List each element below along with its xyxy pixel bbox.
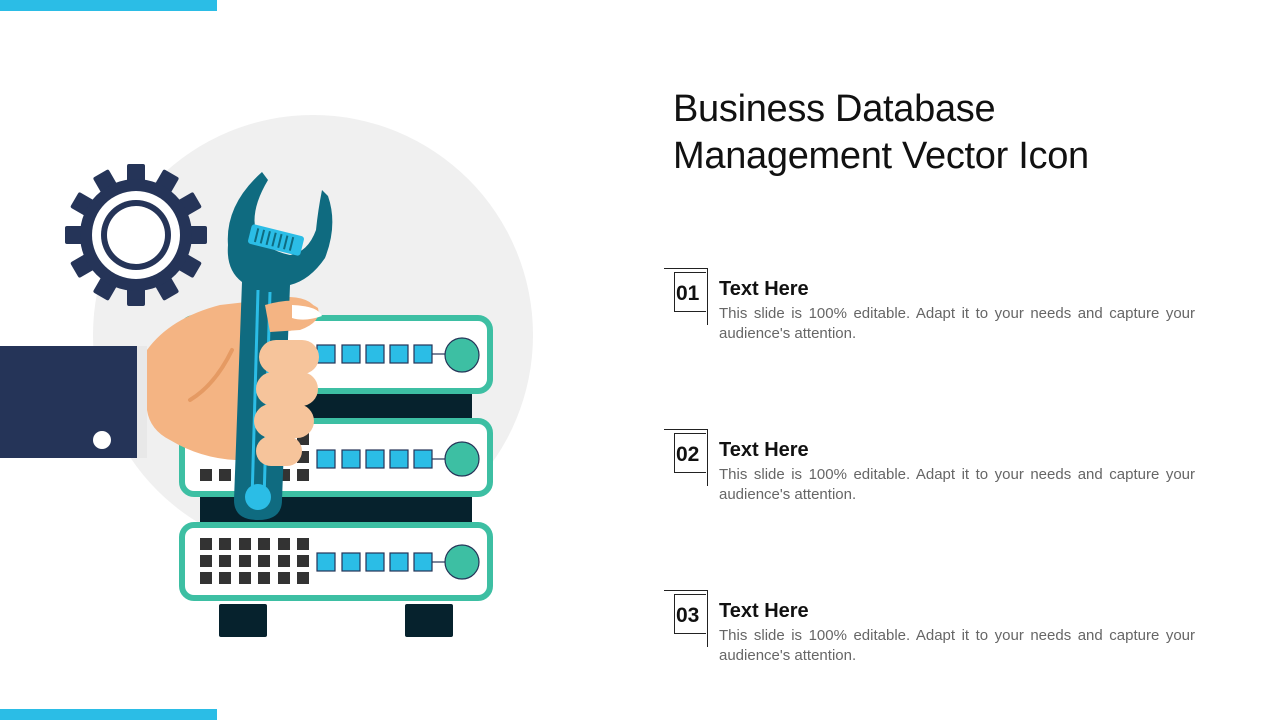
- number-bracket: [662, 590, 708, 647]
- number-bracket: [662, 429, 708, 486]
- sleeve: [0, 346, 147, 458]
- item-text: This slide is 100% editable. Adapt it to…: [719, 466, 1195, 503]
- number-box: [674, 272, 706, 312]
- title-line-1: Business Database: [673, 88, 996, 130]
- item-text: This slide is 100% editable. Adapt it to…: [719, 627, 1195, 664]
- item-heading: Text Here: [719, 278, 809, 300]
- top-accent-bar: [0, 0, 217, 11]
- item-number: 01: [676, 282, 700, 305]
- number-box: [674, 594, 706, 634]
- title-line-2: Management Vector Icon: [673, 135, 1089, 177]
- number-box: [674, 433, 706, 473]
- item-number: 03: [676, 604, 700, 627]
- list-item: 02 Text Here This slide is 100% editable…: [662, 429, 1202, 519]
- item-text: This slide is 100% editable. Adapt it to…: [719, 305, 1195, 342]
- database-management-illustration: [0, 115, 533, 637]
- bottom-accent-bar: [0, 709, 217, 720]
- fingers: [254, 300, 322, 466]
- list-item: 03 Text Here This slide is 100% editable…: [662, 590, 1202, 680]
- list-item: 01 Text Here This slide is 100% editable…: [662, 268, 1202, 358]
- item-heading: Text Here: [719, 439, 809, 461]
- page-title: Business Database Management Vector Icon: [673, 86, 1233, 180]
- gear-icon: [65, 164, 207, 306]
- number-bracket: [662, 268, 708, 325]
- item-number: 02: [676, 443, 700, 466]
- item-heading: Text Here: [719, 600, 809, 622]
